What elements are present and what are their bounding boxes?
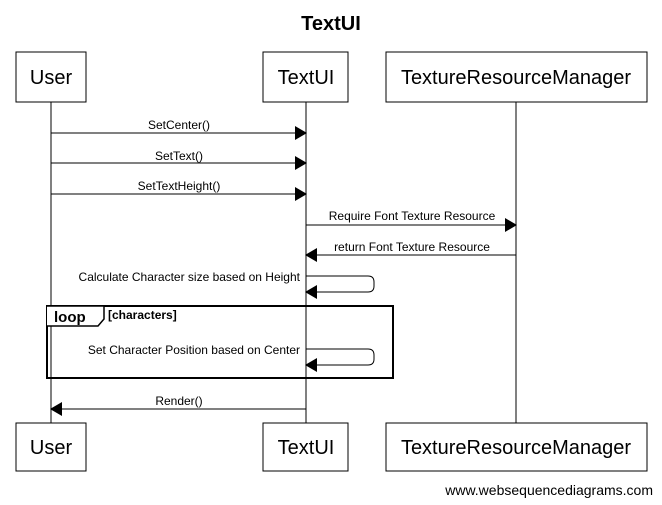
loop-condition: [characters] (108, 308, 177, 322)
participant-user-top: User (15, 51, 87, 103)
participant-label: User (30, 437, 73, 459)
participant-label: TextUI (278, 437, 335, 459)
message-label: SetTextHeight() (138, 179, 221, 193)
message-label: Set Character Position based on Center (88, 343, 300, 357)
message-label: Render() (155, 394, 202, 408)
participant-textui-bottom: TextUI (262, 422, 349, 472)
participant-trm-top: TextureResourceManager (385, 51, 648, 103)
participant-user-bottom: User (15, 422, 87, 472)
participant-label: TextUI (278, 67, 335, 89)
message-set-text: SetText() (51, 149, 307, 170)
loop-keyword: loop (54, 309, 86, 326)
loop-fragment: loop [characters] (46, 305, 394, 379)
watermark-text: www.websequencediagrams.com (444, 482, 653, 498)
message-render: Render() (50, 394, 306, 416)
message-return-font-texture: return Font Texture Resource (305, 240, 516, 262)
participant-label: TextureResourceManager (401, 437, 631, 459)
message-set-text-height: SetTextHeight() (51, 179, 307, 201)
participant-label: TextureResourceManager (401, 67, 631, 89)
participant-textui-top: TextUI (262, 51, 349, 103)
message-label: Calculate Character size based on Height (79, 270, 301, 284)
message-label: SetText() (155, 149, 203, 163)
message-set-character-position: Set Character Position based on Center (88, 343, 375, 372)
message-set-center: SetCenter() (51, 118, 307, 140)
message-label: Require Font Texture Resource (329, 209, 496, 223)
message-label: return Font Texture Resource (334, 240, 490, 254)
message-label: SetCenter() (148, 118, 210, 132)
message-calculate-character-size: Calculate Character size based on Height (79, 270, 375, 299)
diagram-title: TextUI (301, 13, 361, 35)
participant-trm-bottom: TextureResourceManager (385, 422, 648, 472)
participant-label: User (30, 67, 73, 89)
message-require-font-texture: Require Font Texture Resource (306, 209, 517, 232)
